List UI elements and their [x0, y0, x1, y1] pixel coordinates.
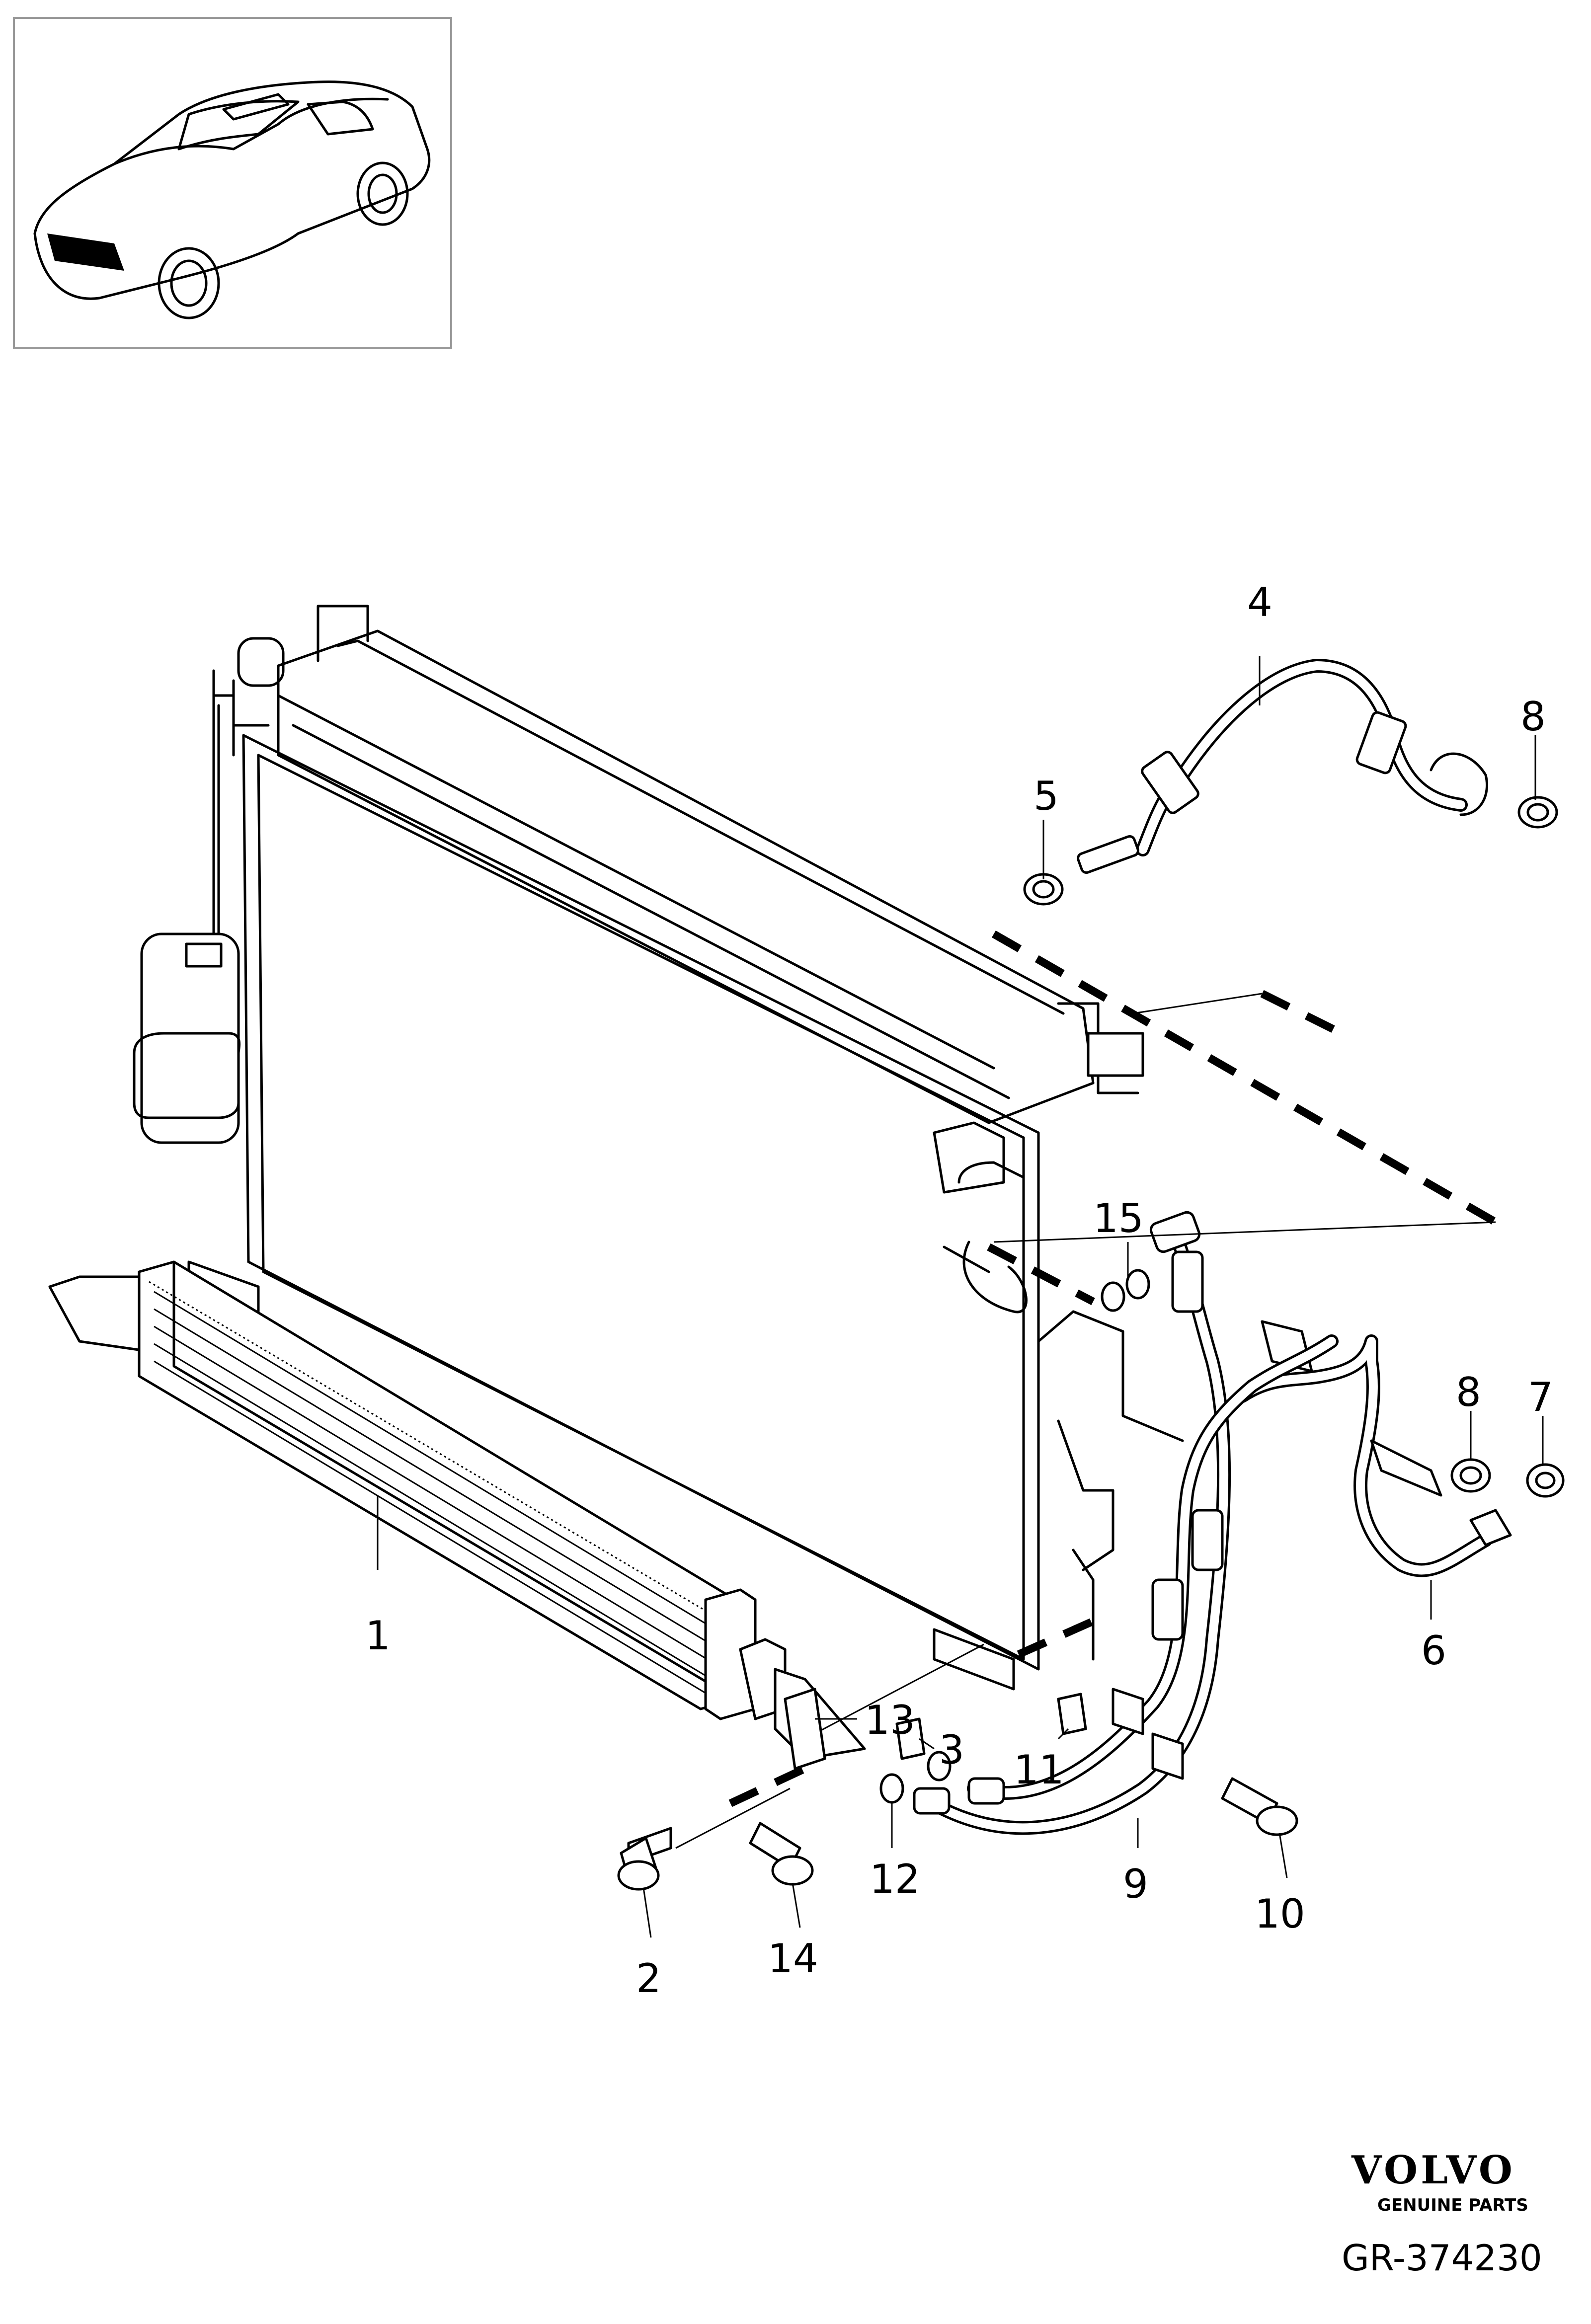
callout-6: 6: [1421, 1627, 1446, 1674]
callout-8-lower: 8: [1456, 1369, 1481, 1415]
oil-cooler: [48, 1260, 866, 1760]
callout-13: 13: [865, 1697, 915, 1743]
volvo-logo: VOLVO: [1351, 2148, 1515, 2193]
callout-9: 9: [1123, 1861, 1148, 1907]
genuine-parts-label: GENUINE PARTS: [1377, 2195, 1528, 2215]
callout-7: 7: [1528, 1374, 1553, 1420]
callout-3: 3: [939, 1727, 964, 1773]
clip-3: [895, 1717, 926, 1760]
nut-5: [1023, 873, 1064, 906]
callout-10: 10: [1255, 1891, 1305, 1937]
bracket-13: [784, 1688, 826, 1770]
bolt-10: [1221, 1777, 1298, 1836]
spring-nut-7: [1526, 1463, 1565, 1498]
fasteners: [617, 796, 1565, 1891]
callout-1: 1: [365, 1613, 391, 1659]
callout-5: 5: [1034, 773, 1059, 819]
bolt-2: [617, 1827, 672, 1891]
callout-2: 2: [636, 1955, 661, 2002]
footer: VOLVO GENUINE PARTS GR-374230: [1342, 2148, 1542, 2279]
locator-thumbnail: [13, 17, 452, 349]
callout-8-upper: 8: [1520, 694, 1546, 740]
clip-11: [1057, 1693, 1087, 1735]
assembly-dashed-lines: [675, 930, 1498, 1849]
ac-pipe-lower: [1235, 1320, 1512, 1577]
ac-hose-upper: [1077, 659, 1489, 874]
nut-8-lower: [1450, 1458, 1491, 1493]
bolt-14: [749, 1822, 814, 1886]
diagram-reference: GR-374230: [1342, 2237, 1542, 2279]
callout-14: 14: [768, 1936, 818, 1982]
callout-12: 12: [870, 1856, 920, 1902]
nut-8-upper: [1517, 796, 1558, 829]
condenser: [187, 605, 1184, 1691]
car-outline: [33, 80, 431, 319]
receiver-drier: [133, 637, 285, 1144]
callout-15: 15: [1093, 1195, 1144, 1241]
o-rings-15: [1101, 1269, 1150, 1312]
callout-4: 4: [1247, 579, 1273, 625]
leader-lines: [377, 656, 1544, 1938]
oil-cooler-lines: [913, 1211, 1339, 1835]
callouts: 1 2 3 4 5 6 7 8 8 9 10 11 12 13 14 15: [365, 579, 1553, 2002]
callout-11: 11: [1014, 1747, 1064, 1793]
o-rings-12: [879, 1751, 952, 1804]
